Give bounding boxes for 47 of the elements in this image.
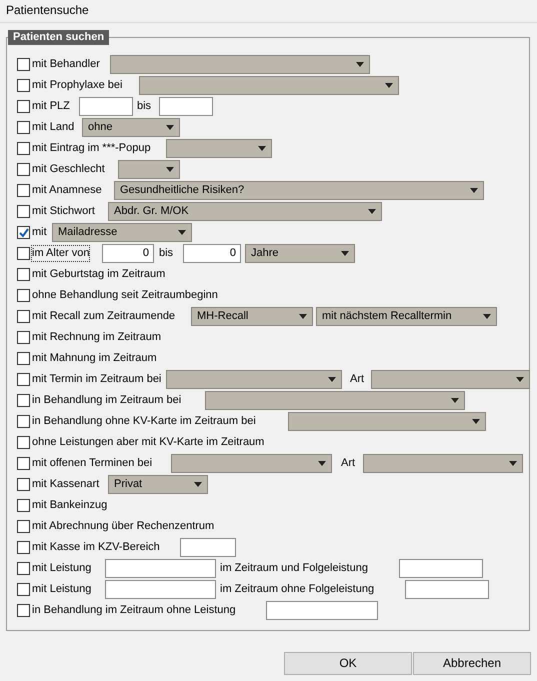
- dropdown: Privat: [108, 475, 208, 494]
- dropdown: mit nächstem Recalltermin: [316, 307, 497, 326]
- dropdown: Mailadresse: [52, 223, 192, 242]
- window-title: Patientensuche: [6, 3, 89, 18]
- dropdown: Abdr. Gr. M/OK: [108, 202, 382, 221]
- option-label: mit: [32, 225, 47, 240]
- option-label: mit Land: [32, 120, 74, 135]
- option-label: mit Leistung: [32, 561, 92, 576]
- option-label: mit Leistung: [32, 582, 92, 597]
- input-field: 0: [183, 244, 241, 263]
- option-label: mit Eintrag im ***-Popup: [32, 141, 151, 156]
- dropdown: MH-Recall: [191, 307, 313, 326]
- ok-button: OK: [284, 652, 412, 675]
- option-label: in Behandlung ohne KV-Karte im Zeitraum bei: [32, 414, 256, 429]
- option-label: mit Kasse im KZV-Bereich: [32, 540, 160, 555]
- dropdown: Gesundheitliche Risiken?: [114, 181, 484, 200]
- option-label: mit Anamnese: [32, 183, 102, 198]
- option-label: Art: [341, 456, 356, 471]
- option-label: bis: [159, 246, 174, 261]
- option-label: im Zeitraum ohne Folgeleistung: [220, 582, 374, 597]
- option-label: mit Mahnung im Zeitraum: [32, 351, 157, 366]
- input-field: 0: [102, 244, 154, 263]
- option-label: mit Abrechnung über Rechenzentrum: [32, 519, 214, 534]
- dropdown: ohne: [82, 118, 180, 137]
- option-label: mit Geschlecht: [32, 162, 105, 177]
- option-label: mit Recall zum Zeitraumende: [32, 309, 176, 324]
- option-label: in Behandlung im Zeitraum ohne Leistung: [32, 603, 236, 618]
- option-label: im Alter von: [32, 246, 90, 261]
- option-label: im Zeitraum und Folgeleistung: [220, 561, 368, 576]
- option-label: mit Rechnung im Zeitraum: [32, 330, 161, 345]
- option-label: ohne Behandlung seit Zeitraumbeginn: [32, 288, 218, 303]
- option-label: mit PLZ: [32, 99, 70, 114]
- option-label: mit Termin im Zeitraum bei: [32, 372, 162, 387]
- option-label: in Behandlung im Zeitraum bei: [32, 393, 182, 408]
- option-label: mit Behandler: [32, 57, 100, 72]
- group-heading: Patienten suchen: [8, 30, 110, 45]
- option-label: ohne Leistungen aber mit KV-Karte im Zeitraum: [32, 435, 264, 450]
- option-label: mit Geburtstag im Zeitraum: [32, 267, 166, 282]
- dropdown: Jahre: [245, 244, 355, 263]
- option-label: mit Prophylaxe bei: [32, 78, 122, 93]
- option-label: mit Bankeinzug: [32, 498, 108, 513]
- option-label: mit Kassenart: [32, 477, 100, 492]
- option-label: mit Stichwort: [32, 204, 95, 219]
- option-label: bis: [137, 99, 152, 114]
- cancel-button: Abbrechen: [413, 652, 531, 675]
- option-label: mit offenen Terminen bei: [32, 456, 152, 471]
- option-label: Art: [350, 372, 364, 387]
